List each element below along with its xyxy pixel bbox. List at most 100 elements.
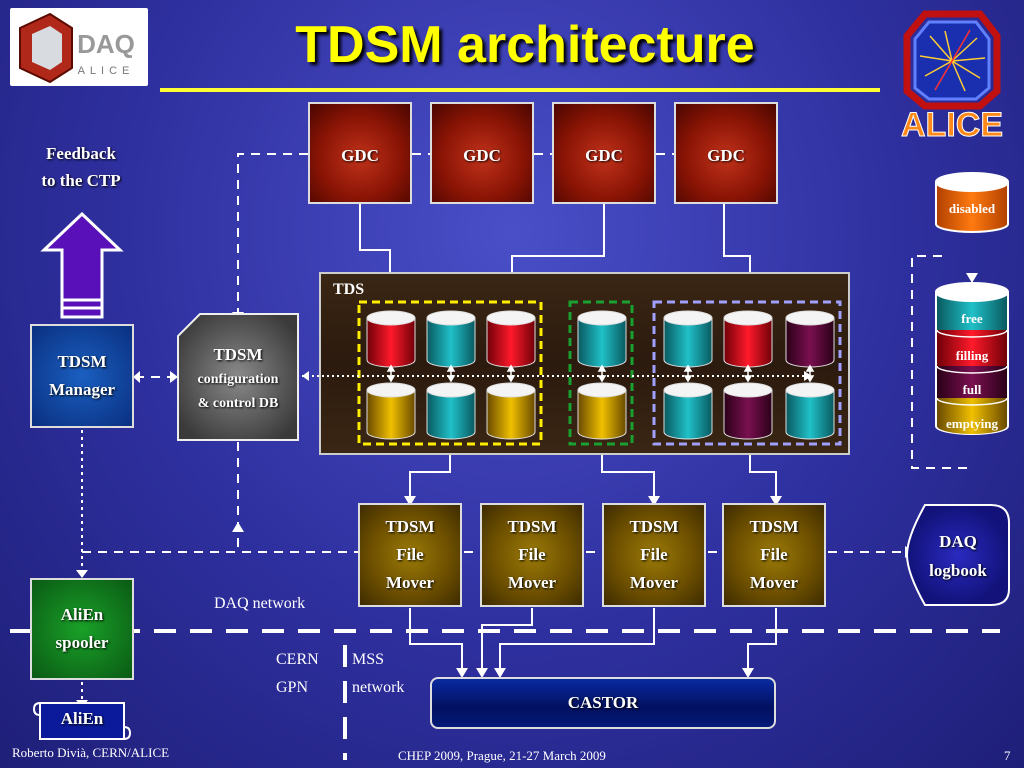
tds-volume-bottom-2 — [426, 382, 476, 440]
legend-disabled-cylinder — [935, 172, 1009, 233]
mover-line2: File — [640, 545, 668, 564]
tds-volume-top-7 — [785, 310, 835, 368]
tds-volume-arrowhead — [386, 375, 396, 383]
tds-volume-bottom-7 — [785, 382, 835, 440]
tds-volume-arrowhead — [683, 364, 693, 372]
tds-volume-top-1 — [366, 310, 416, 368]
config-db-line3: & control DB — [197, 396, 279, 411]
feedback-line1: Feedback — [46, 144, 116, 163]
daq-logo-text: DAQ — [77, 29, 135, 59]
gdc-label: GDC — [585, 146, 623, 165]
castor-label: CASTOR — [567, 693, 639, 712]
mover-line3: Mover — [629, 573, 679, 592]
gdc-box-4: GDC — [674, 102, 778, 204]
config-db-line2: configuration — [197, 372, 279, 387]
slide-title: TDSM architecture — [295, 16, 755, 74]
tds-label: TDS — [333, 281, 365, 298]
tds-volume-bottom-4 — [577, 382, 627, 440]
legend-bracket — [911, 255, 972, 469]
tds-volume-arrowhead — [386, 364, 396, 372]
feedback-line2: to the CTP — [41, 171, 121, 190]
legend-filling-label: filling — [955, 348, 989, 363]
mover-line1: TDSM — [507, 517, 557, 536]
tds-volume-bottom-1 — [366, 382, 416, 440]
mover-line3: Mover — [749, 573, 799, 592]
gdc-box-1: GDC — [308, 102, 412, 204]
tds-group-yellow — [357, 300, 543, 446]
tds-group-lavender — [652, 300, 842, 446]
daq-network-label: DAQ network — [214, 595, 306, 612]
mover-line3: Mover — [385, 573, 435, 592]
alice-logo: ALICE — [885, 6, 1020, 145]
tds-volume-bottom-5 — [663, 382, 713, 440]
manager-line1: TDSM — [57, 352, 107, 371]
tds-volume-arrowhead — [506, 375, 516, 383]
daq-logbook: DAQ logbook — [905, 503, 1011, 612]
manager-line2: Manager — [48, 380, 116, 399]
alien-spooler-line2: spooler — [55, 633, 109, 652]
gdc-box-2: GDC — [430, 102, 534, 204]
tds-volume-top-5 — [663, 310, 713, 368]
tds-volume-arrowhead — [597, 364, 607, 372]
alice-logo-text: ALICE — [901, 106, 1003, 141]
alien-spooler-line1: AliEn — [60, 605, 104, 624]
title-underline — [160, 88, 880, 92]
tds-volume-arrowhead — [805, 364, 815, 372]
feedback-label: Feedback to the CTP — [22, 140, 140, 194]
tds-volume-top-6 — [723, 310, 773, 368]
alien-label: AliEn — [60, 709, 104, 728]
tdsm-config-db: TDSM configuration & control DB — [176, 312, 300, 447]
mover-line3: Mover — [507, 573, 557, 592]
logbook-line1: DAQ — [939, 532, 977, 551]
tds-volume-arrowhead — [506, 364, 516, 372]
cern-gpn-label: CERN GPN — [276, 646, 319, 702]
gdc-label: GDC — [707, 146, 745, 165]
tds-storage-diagram — [357, 300, 842, 446]
mss-network-line2: network — [352, 679, 405, 696]
legend-emptying-label: emptying — [946, 416, 998, 431]
mover-line1: TDSM — [629, 517, 679, 536]
mss-network-line1: MSS — [352, 651, 385, 668]
legend-full-label: full — [962, 382, 982, 397]
tds-volume-bottom-3 — [486, 382, 536, 440]
tds-volume-arrowhead — [446, 375, 456, 383]
gdc-box-3: GDC — [552, 102, 656, 204]
tds-volume-arrowhead — [743, 364, 753, 372]
mover-line2: File — [518, 545, 546, 564]
tdsm-manager: TDSM Manager — [30, 324, 134, 428]
dashed-gdc-to-config — [237, 153, 308, 312]
legend-cylinders — [935, 172, 1009, 435]
legend-state-stack — [935, 282, 1009, 435]
config-to-tds-dotted-line — [302, 371, 812, 381]
gdc-label: GDC — [341, 146, 379, 165]
footer-page-number: 7 — [1004, 748, 1011, 763]
legend-disabled-label: disabled — [948, 201, 996, 216]
alien-scroll: AliEn — [32, 699, 132, 748]
config-db-line1: TDSM — [213, 345, 263, 364]
footer-author: Roberto Divià, CERN/ALICE — [12, 745, 170, 760]
tds-volume-bottom-6 — [723, 382, 773, 440]
tds-volume-top-2 — [426, 310, 476, 368]
daq-logo-subtext: ALICE — [78, 65, 135, 77]
daq-logo: DAQ ALICE — [10, 8, 148, 86]
mss-network-label: MSS network — [352, 646, 404, 702]
cern-gpn-line2: GPN — [276, 679, 309, 696]
mover-line2: File — [760, 545, 788, 564]
mover-line2: File — [396, 545, 424, 564]
footer-conference: CHEP 2009, Prague, 21-27 March 2009 — [398, 748, 606, 763]
logbook-line2: logbook — [929, 561, 987, 580]
tds-group-green — [568, 300, 634, 446]
gdc-label: GDC — [463, 146, 501, 165]
mover-line1: TDSM — [749, 517, 799, 536]
alien-spooler: AliEn spooler — [30, 578, 134, 680]
tds-volume-top-4 — [577, 310, 627, 368]
mover-line1: TDSM — [385, 517, 435, 536]
cern-gpn-line1: CERN — [276, 651, 319, 668]
castor-box: CASTOR — [430, 677, 776, 729]
legend-free-label: free — [961, 311, 983, 326]
tds-volume-top-3 — [486, 310, 536, 368]
